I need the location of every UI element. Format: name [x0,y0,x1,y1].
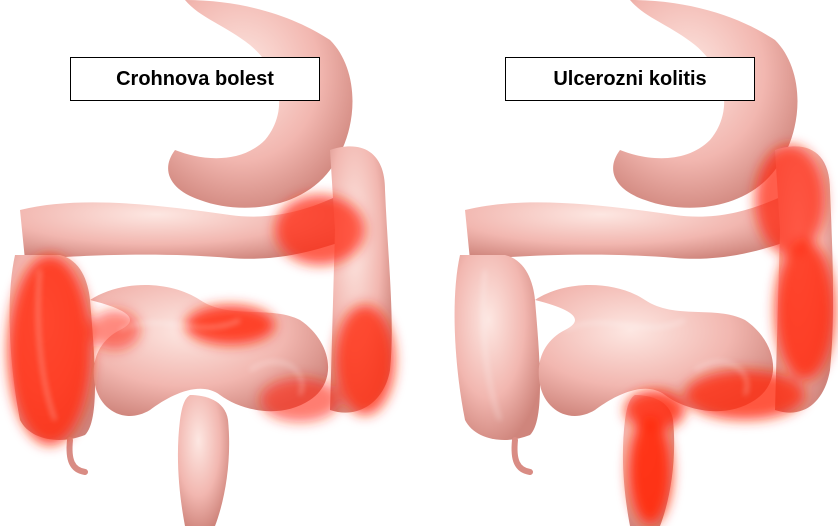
right-transverse-colon [465,190,805,260]
left-stomach [168,0,352,208]
right-appendix [515,440,530,472]
crohn-label-box: Crohnova bolest [70,57,320,101]
colitis-label-box: Ulcerozni kolitis [505,57,755,101]
left-rectum [178,395,229,526]
left-appendix [70,440,85,472]
colitis-label: Ulcerozni kolitis [553,68,706,91]
crohn-label: Crohnova bolest [116,68,274,91]
